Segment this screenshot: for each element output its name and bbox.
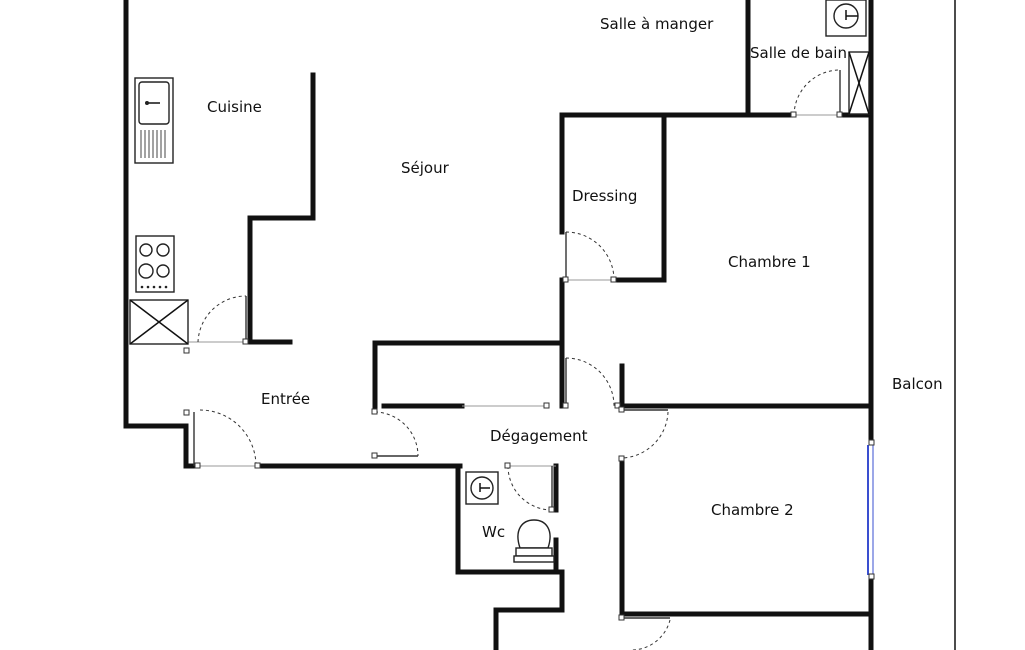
- doors: [183, 69, 843, 650]
- room-label-chambre-2: Chambre 2: [711, 501, 794, 519]
- room-labels: Salle à manger Salle de bain Cuisine Séj…: [207, 15, 943, 541]
- window: [867, 439, 875, 580]
- sink-icon: [134, 77, 174, 164]
- washbasin-icon: [465, 471, 499, 505]
- room-label-wc: Wc: [482, 523, 505, 541]
- room-label-entree: Entrée: [261, 390, 310, 408]
- room-label-cuisine: Cuisine: [207, 98, 262, 116]
- interior-walls: [247, 0, 956, 650]
- duct-icon: [129, 299, 189, 345]
- washbasin-icon: [825, 0, 867, 37]
- cooktop-icon: [135, 235, 175, 293]
- room-label-salle-a-manger: Salle à manger: [600, 15, 714, 33]
- room-label-chambre-1: Chambre 1: [728, 253, 811, 271]
- duct-icon: [848, 51, 870, 115]
- room-label-salle-de-bain: Salle de bain: [750, 44, 847, 62]
- room-label-degagement: Dégagement: [490, 427, 588, 445]
- toilet-icon: [513, 519, 555, 563]
- room-label-dressing: Dressing: [572, 187, 637, 205]
- room-label-balcon: Balcon: [892, 375, 943, 393]
- room-label-sejour: Séjour: [401, 159, 450, 177]
